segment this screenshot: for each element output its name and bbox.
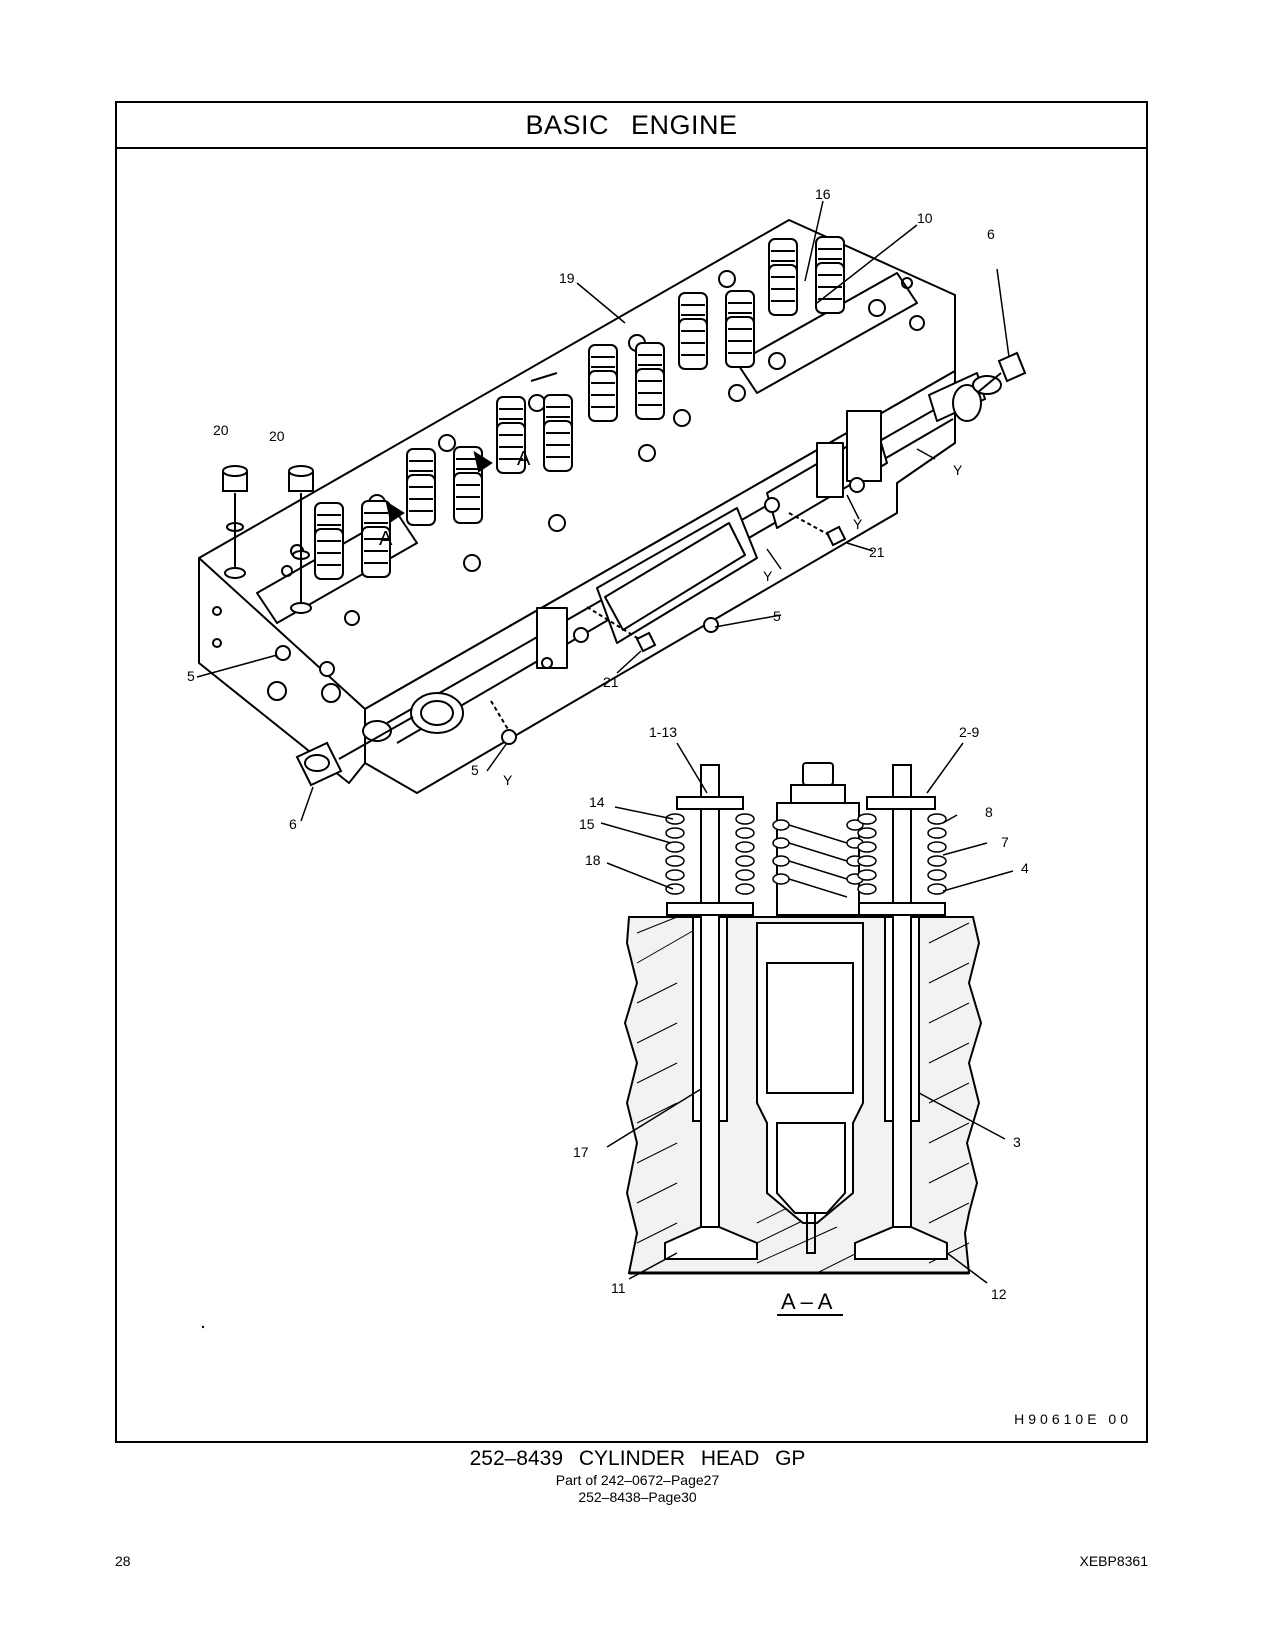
callout-6-left: 6: [289, 816, 297, 832]
spring-left: [665, 813, 755, 895]
callout-15: 15: [579, 816, 595, 832]
valve-head-right: [854, 1226, 948, 1260]
callout-5-mid: 5: [773, 608, 781, 624]
callout-y-2: Y: [853, 516, 863, 532]
callout-y-1: Y: [953, 462, 963, 478]
section-label: A – A: [781, 1289, 833, 1314]
illustration-frame: BASIC ENGINE: [115, 101, 1148, 1443]
callout-11: 11: [611, 1280, 626, 1296]
cylinder-head-assembly: [198, 219, 986, 794]
callout-12: 12: [991, 1286, 1007, 1302]
parts-drawing: 16 10 19 6 20 20 A A Y Y Y 21 5 5 21 5 Y…: [187, 186, 1029, 1329]
document-code: XEBP8361: [1079, 1553, 1149, 1569]
callout-21-mid: 21: [603, 674, 619, 690]
callout-14: 14: [589, 794, 605, 810]
spring-stack: [678, 290, 755, 370]
valve-head-left: [664, 1226, 758, 1260]
callout-6-right: 6: [987, 226, 995, 242]
callout-19: 19: [559, 270, 575, 286]
section-markers: [385, 372, 558, 523]
section-leader-lines: [600, 742, 1014, 1284]
section-springs: [665, 813, 947, 898]
leader-lines: [196, 200, 1010, 822]
callout-7: 7: [1001, 834, 1009, 850]
figure-code: H90610E 00: [1014, 1411, 1132, 1427]
callout-y-4: Y: [503, 772, 513, 788]
callout-10: 10: [917, 210, 933, 226]
iso-callouts: 16 10 19 6 20 20 A A Y Y Y 21 5 5 21 5 Y…: [187, 186, 995, 832]
fittings: [222, 351, 1027, 787]
caption-line-2: 252–8438–Page30: [578, 1489, 697, 1505]
header-bar: BASIC ENGINE: [117, 103, 1146, 149]
spring-stack: [314, 500, 391, 580]
valve-stem-left: [700, 764, 720, 1228]
callout-8: 8: [985, 804, 993, 820]
spring-stack: [406, 446, 483, 526]
header-title: BASIC ENGINE: [525, 109, 738, 140]
callout-4: 4: [1021, 860, 1029, 876]
section-callouts: 1-13 2-9 14 15 18 8 7 4 17 3 11 12 A – A: [573, 724, 1029, 1314]
spring-stack: [496, 394, 573, 474]
valve-stem-right: [892, 764, 912, 1228]
valve-springs: [314, 236, 845, 580]
callout-18: 18: [585, 852, 601, 868]
head-end-face: [198, 557, 366, 784]
callout-5-left: 5: [187, 668, 195, 684]
section-view: [623, 762, 983, 1275]
section-marker-a-upper: A: [517, 448, 531, 470]
callout-16: 16: [815, 186, 831, 202]
section-marker-a-lower: A: [379, 528, 393, 550]
callout-20-right: 20: [269, 428, 285, 444]
page-number: 28: [115, 1553, 131, 1569]
callout-17: 17: [573, 1144, 589, 1160]
callout-3: 3: [1013, 1134, 1021, 1150]
callout-20-left: 20: [213, 422, 229, 438]
callout-2-9: 2-9: [959, 724, 979, 740]
callout-21-right: 21: [869, 544, 885, 560]
spring-right: [857, 813, 947, 895]
callout-5-bottom: 5: [471, 762, 479, 778]
spring-stack: [768, 236, 845, 316]
spring-stack: [588, 342, 665, 422]
callout-y-3: Y: [763, 568, 773, 584]
plug-6-right: [997, 351, 1027, 383]
callout-1-13: 1-13: [649, 724, 677, 740]
caption-line-1: Part of 242–0672–Page27: [555, 1472, 720, 1488]
caption-title: 252–8439 CYLINDER HEAD GP: [469, 1447, 806, 1470]
